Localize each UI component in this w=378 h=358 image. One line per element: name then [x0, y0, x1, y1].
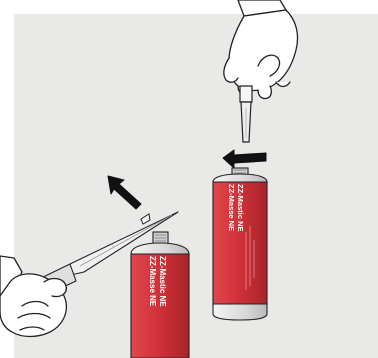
cartridge-right-label-line2: ZZ-Mastic NE — [236, 184, 245, 232]
cartridge-left-label-line1: ZZ-Masse NE — [148, 256, 157, 307]
cartridge-left-label-line2: ZZ-Mastic NE — [158, 256, 167, 307]
cartridge-right-label-line1: ZZ-Masse NE — [227, 184, 236, 231]
cartridge-left: ZZ-Masse NE ZZ-Mastic NE — [131, 232, 189, 358]
background-panel — [14, 14, 378, 358]
cartridge-right: ZZ-Masse NE ZZ-Mastic NE — [213, 168, 267, 320]
